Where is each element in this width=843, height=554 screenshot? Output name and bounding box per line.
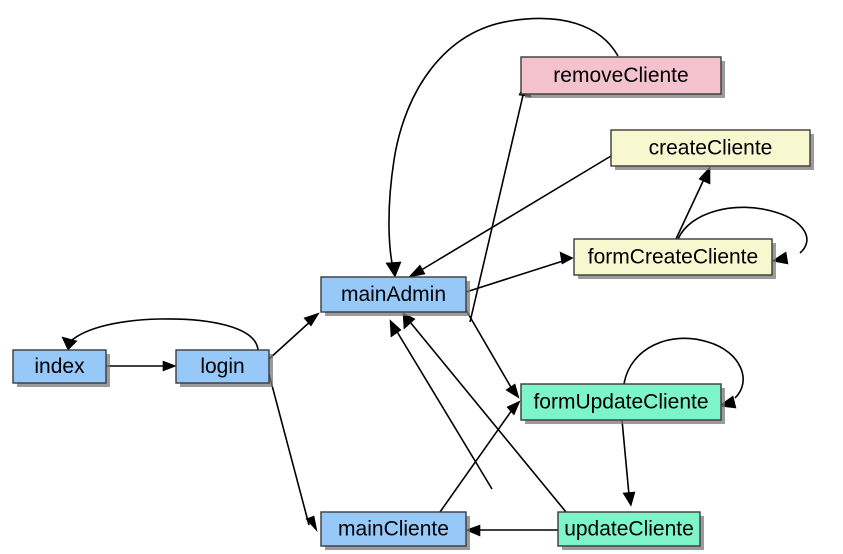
edge-login-to-mainAdmin [268, 312, 320, 360]
edge-index-to-login [106, 360, 177, 372]
edge-path [621, 419, 630, 496]
edges-layer [61, 17, 808, 537]
arrowhead-icon [385, 261, 402, 278]
edge-mainAdmin-to-formCreateCliente [465, 251, 574, 293]
node-rect[interactable] [12, 349, 107, 384]
node-rect[interactable] [557, 511, 701, 547]
node-formCreateCliente[interactable]: formCreateCliente [573, 238, 776, 279]
node-rect[interactable] [520, 56, 722, 95]
arrowhead-icon [162, 360, 177, 372]
edge-path [395, 329, 493, 490]
arrowhead-icon [622, 491, 636, 507]
arrowhead-icon [305, 515, 318, 532]
node-createCliente[interactable]: createCliente [610, 129, 814, 170]
nodes-layer: index login mainAdmin mainCliente re [12, 56, 814, 550]
arrowhead-icon [303, 312, 320, 327]
node-label: mainAdmin [341, 283, 446, 306]
edge-path [465, 309, 513, 390]
edge-path [465, 260, 564, 293]
node-label: formCreateCliente [588, 246, 758, 269]
node-rect[interactable] [520, 383, 722, 421]
edge-path [623, 337, 744, 399]
arrowhead-icon [465, 524, 481, 537]
edge-mainCliente-to-mainAdmin [389, 319, 493, 490]
edge-removeCliente-to-mainAdmin [385, 17, 619, 278]
edge-path [409, 321, 567, 513]
node-label: createCliente [649, 137, 773, 160]
edge-path [417, 155, 612, 273]
node-label: updateCliente [564, 518, 694, 541]
node-removeCliente[interactable]: removeCliente [520, 56, 725, 98]
arrowhead-icon [506, 400, 521, 416]
edge-login-to-index [61, 318, 259, 351]
edge-mainCliente-to-formUpdateCliente [439, 400, 521, 513]
arrowhead-icon [505, 383, 520, 399]
node-login[interactable]: login [175, 349, 273, 387]
arrowhead-icon [389, 319, 402, 338]
edge-path [268, 373, 310, 526]
edge-formCreateCliente-to-createCliente [675, 166, 711, 240]
node-label: mainCliente [338, 518, 449, 541]
node-label: login [200, 355, 244, 378]
node-rect[interactable] [320, 276, 467, 313]
node-label: index [34, 355, 85, 378]
node-rect[interactable] [320, 511, 467, 547]
node-rect[interactable] [610, 129, 811, 167]
edge-mainAdmin-to-removeCliente [469, 79, 532, 323]
node-mainCliente[interactable]: mainCliente [320, 511, 470, 550]
arrowhead-icon [698, 166, 711, 185]
node-rect[interactable] [175, 349, 270, 384]
node-label: formUpdateCliente [533, 391, 708, 414]
arrowhead-icon [61, 336, 78, 351]
edge-login-to-mainCliente [268, 373, 318, 532]
edge-path [67, 318, 259, 351]
edge-path [388, 17, 619, 269]
node-updateCliente[interactable]: updateCliente [557, 511, 704, 550]
node-label: removeCliente [553, 64, 688, 87]
edge-path [268, 319, 313, 360]
edge-path [469, 90, 525, 323]
edge-mainAdmin-to-formUpdateCliente [465, 309, 520, 399]
arrowhead-icon [408, 264, 426, 278]
node-mainAdmin[interactable]: mainAdmin [320, 276, 470, 316]
edge-updateCliente-to-mainCliente [465, 524, 558, 537]
edge-formUpdateCliente-to-updateCliente [621, 419, 636, 507]
node-rect[interactable] [573, 238, 773, 276]
node-formUpdateCliente[interactable]: formUpdateCliente [520, 383, 725, 424]
edge-createCliente-to-mainAdmin [408, 155, 612, 278]
node-index[interactable]: index [12, 349, 110, 387]
edge-path [675, 176, 706, 240]
edge-path [677, 206, 808, 254]
arrowhead-icon [559, 251, 574, 265]
